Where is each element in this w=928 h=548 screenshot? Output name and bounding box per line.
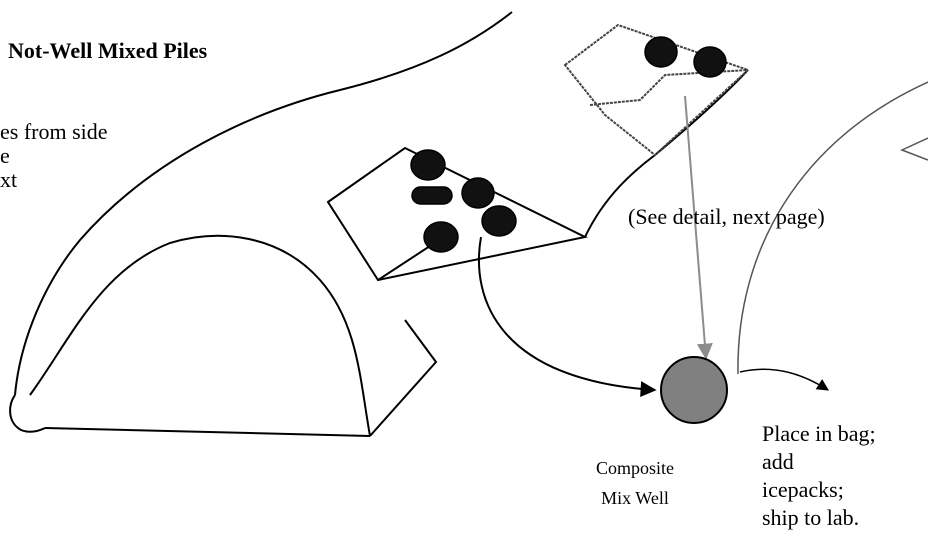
- upper-cutout-step: [589, 69, 749, 106]
- middle-sample-cutout: [326, 146, 589, 282]
- upper-cutout-outline: [563, 23, 750, 157]
- sample-dash: [411, 186, 453, 205]
- diagram-title: Not-Well Mixed Piles: [8, 38, 208, 63]
- sample-dot-2: [461, 177, 495, 209]
- arrow-upper-to-composite: [684, 95, 713, 360]
- middle-cutout-outline: [326, 146, 589, 282]
- composite-label: Composite Mix Well: [570, 453, 700, 513]
- upper-sample-cutout: [563, 23, 750, 157]
- middle-samples: [410, 149, 517, 253]
- shipping-line-3: icepacks;: [762, 477, 844, 502]
- detail-note: (See detail, next page): [628, 204, 825, 229]
- sample-dot-1: [410, 149, 446, 181]
- arrow-composite-to-bag: [739, 368, 830, 391]
- shipping-line-2: add: [762, 449, 794, 474]
- pile-outer-curve: [14, 11, 513, 396]
- shipping-line-4: ship to lab.: [762, 505, 860, 530]
- pile-base-line: [44, 427, 371, 437]
- arrow-middle-to-composite: [477, 236, 657, 398]
- sample-dot-4: [423, 221, 459, 253]
- upper-samples: [644, 36, 727, 78]
- composite-label-line-1: Composite: [595, 458, 674, 478]
- middle-cutout-face: [377, 245, 431, 281]
- detail-callout-pointer: [900, 137, 928, 161]
- pile-left-end: [9, 394, 46, 433]
- shipping-line-1: Place in bag;: [762, 421, 876, 446]
- composite-label-line-2: Mix Well: [601, 488, 669, 508]
- shipping-instructions: Place in bag; add icepacks; ship to lab.: [762, 420, 876, 532]
- pile-inner-curve: [29, 234, 371, 437]
- sample-dot-3: [481, 205, 517, 237]
- composite-circle: [660, 356, 728, 424]
- sample-dot-5: [644, 36, 678, 68]
- sample-dot-6: [693, 46, 727, 78]
- pile-lower-connector: [369, 319, 438, 437]
- detail-callout-arc: [737, 81, 928, 375]
- left-note-line-2: e: [0, 143, 10, 168]
- left-note-line-1: es from side: [0, 119, 108, 144]
- left-partial-note: es from side e xt: [0, 120, 108, 192]
- left-note-line-3: xt: [0, 167, 18, 192]
